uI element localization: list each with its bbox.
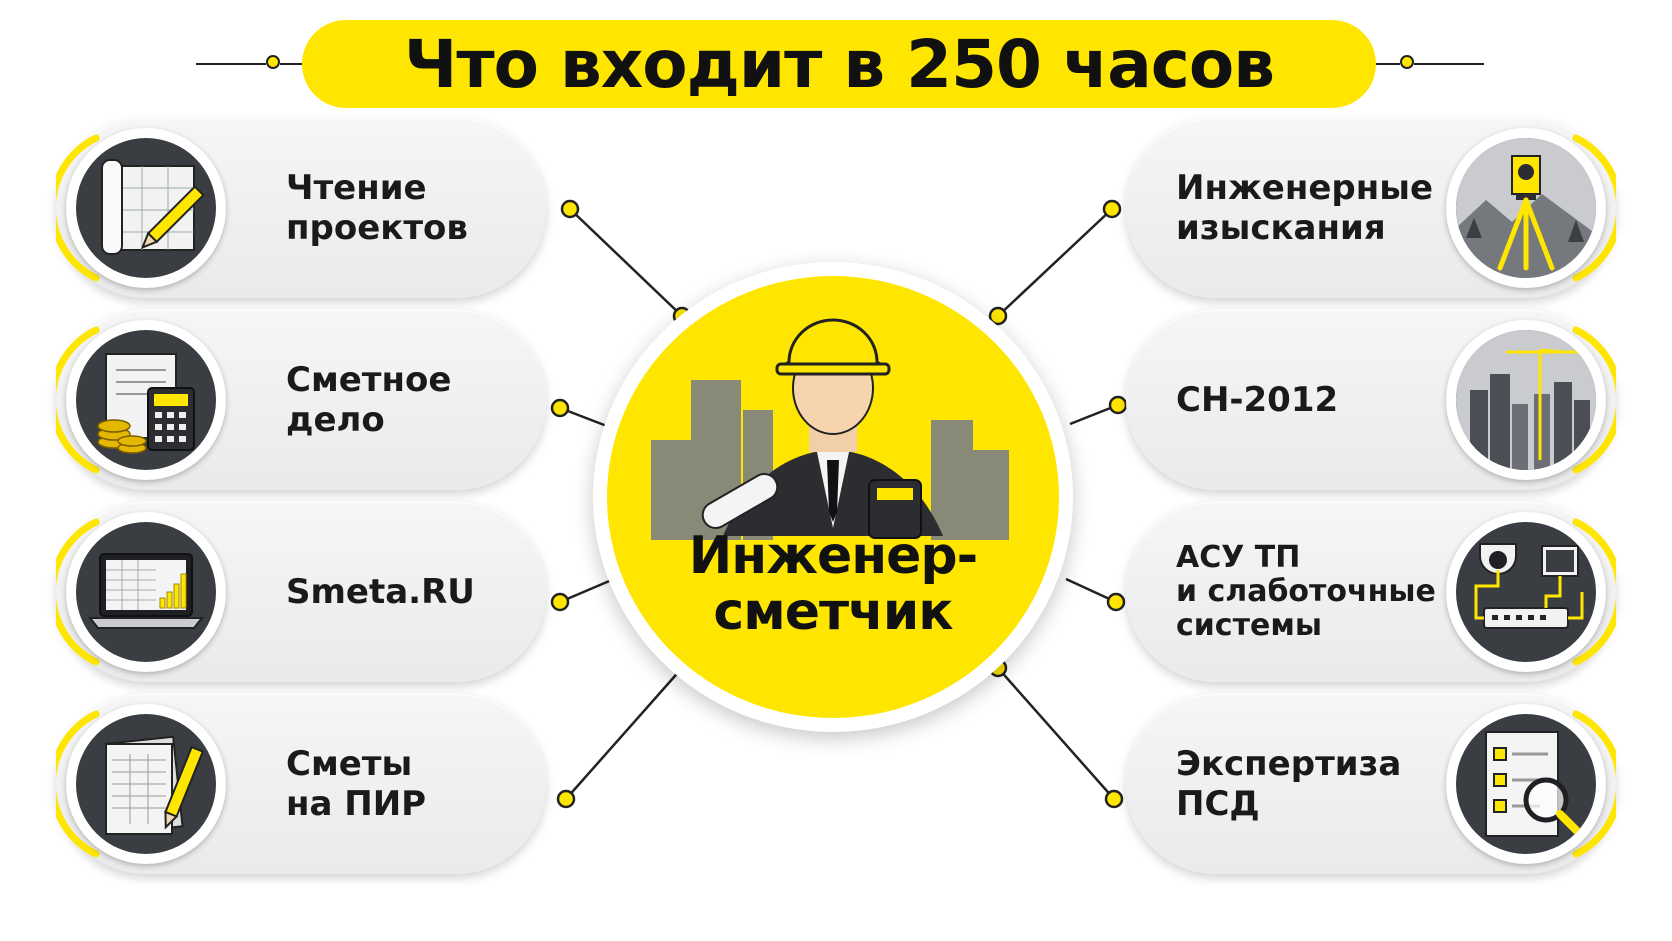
connector-dot bbox=[1106, 592, 1126, 612]
connector-dot bbox=[550, 592, 570, 612]
title-bar: Что входит в 250 часов bbox=[0, 0, 1672, 120]
card-label: АСУ ТП и слаботочные системы bbox=[1176, 502, 1446, 682]
connector-dot bbox=[1104, 789, 1124, 809]
card-sn-2012: СН-2012 bbox=[1126, 310, 1616, 490]
title-left-dot bbox=[266, 55, 280, 69]
theodolite-icon bbox=[1456, 138, 1596, 278]
card-label-line: проектов bbox=[286, 208, 468, 248]
card-label-line: Сметное bbox=[286, 360, 452, 400]
icon-medal bbox=[66, 512, 226, 672]
card-label: Чтение проектов bbox=[286, 118, 536, 298]
icon-medal bbox=[66, 128, 226, 288]
card-label-line: дело bbox=[286, 400, 385, 440]
card-label-line: Smeta.RU bbox=[286, 572, 475, 612]
card-label: Экспертиза ПСД bbox=[1176, 694, 1446, 874]
card-label: Smeta.RU bbox=[286, 502, 536, 682]
document-pencil-icon bbox=[105, 735, 205, 835]
blueprint-pencil-icon bbox=[101, 159, 205, 255]
center-label-line: Инженер- bbox=[688, 526, 978, 586]
title-right-line bbox=[1376, 63, 1400, 65]
connector-dot bbox=[560, 199, 580, 219]
icon-medal bbox=[1446, 512, 1606, 672]
card-label-line: Чтение bbox=[286, 168, 427, 208]
card-label-line: и слаботочные bbox=[1176, 574, 1436, 609]
icon-medal bbox=[66, 320, 226, 480]
card-reading-projects: Чтение проектов bbox=[56, 118, 546, 298]
connector-dot bbox=[550, 398, 570, 418]
connector-dot bbox=[1108, 395, 1128, 415]
title-pill: Что входит в 250 часов bbox=[302, 20, 1376, 108]
card-apcs-lowcurrent: АСУ ТП и слаботочные системы bbox=[1126, 502, 1616, 682]
card-label: Сметное дело bbox=[286, 310, 536, 490]
card-label-line: изыскания bbox=[1176, 208, 1386, 248]
card-label-line: на ПИР bbox=[286, 784, 427, 824]
card-psd-expertise: Экспертиза ПСД bbox=[1126, 694, 1616, 874]
title-left-line-2 bbox=[280, 63, 304, 65]
connector-dot bbox=[556, 789, 576, 809]
icon-medal bbox=[1446, 320, 1606, 480]
card-label-line: СН-2012 bbox=[1176, 380, 1339, 420]
calculator-coins-icon bbox=[97, 353, 195, 454]
engineer-icon bbox=[651, 318, 1009, 540]
page-title: Что входит в 250 часов bbox=[404, 25, 1275, 103]
camera-network-icon bbox=[1474, 543, 1584, 629]
card-label: Инженерные изыскания bbox=[1176, 118, 1446, 298]
center-label-line: сметчик bbox=[713, 582, 953, 642]
connector-dot bbox=[988, 306, 1008, 326]
card-label-line: ПСД bbox=[1176, 784, 1260, 824]
card-label-line: системы bbox=[1176, 608, 1322, 643]
card-label-line: АСУ ТП bbox=[1176, 540, 1301, 575]
icon-medal bbox=[1446, 704, 1606, 864]
card-estimating: Сметное дело bbox=[56, 310, 546, 490]
card-label-line: Инженерные bbox=[1176, 168, 1434, 208]
connector-dot bbox=[1102, 199, 1122, 219]
icon-medal bbox=[66, 704, 226, 864]
center-label: Инженер- сметчик bbox=[593, 528, 1073, 640]
card-label: СН-2012 bbox=[1176, 310, 1446, 490]
laptop-chart-icon bbox=[87, 553, 205, 629]
card-engineering-surveys: Инженерные изыскания bbox=[1126, 118, 1616, 298]
card-label-line: Сметы bbox=[286, 744, 413, 784]
title-right-line-2 bbox=[1414, 63, 1484, 65]
icon-medal bbox=[1446, 128, 1606, 288]
card-pir-estimates: Сметы на ПИР bbox=[56, 694, 546, 874]
city-crane-icon bbox=[1456, 330, 1596, 470]
card-label-line: Экспертиза bbox=[1176, 744, 1402, 784]
card-smeta-ru: Smeta.RU bbox=[56, 502, 546, 682]
center-badge: Инженер- сметчик bbox=[593, 262, 1073, 732]
card-label: Сметы на ПИР bbox=[286, 694, 536, 874]
title-right-dot bbox=[1400, 55, 1414, 69]
checklist-magnifier-icon bbox=[1485, 731, 1582, 837]
title-left-line bbox=[196, 63, 266, 65]
